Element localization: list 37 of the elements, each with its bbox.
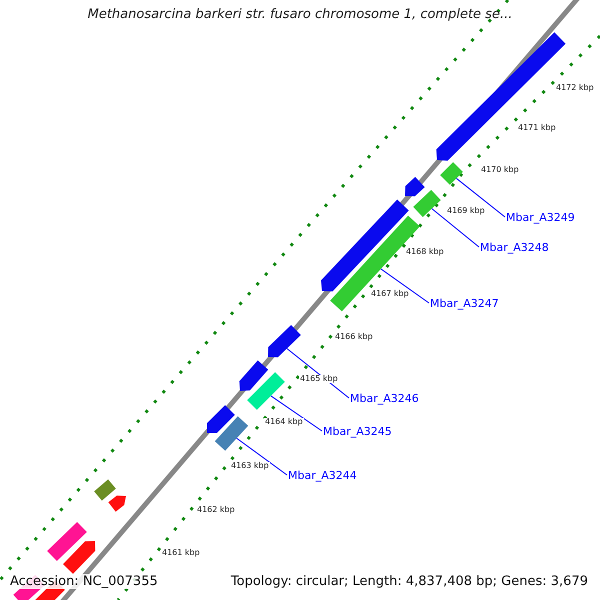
scale-label: 4170 kbp: [480, 166, 520, 174]
summary-text: Topology: circular; Length: 4,837,408 bp; Genes: 3,679: [228, 574, 590, 589]
accession-text: Accession: NC_007355: [8, 574, 160, 589]
gene-feature: [405, 176, 425, 196]
gene-feature: [413, 190, 441, 218]
scale-label: 4163 kbp: [230, 462, 270, 470]
gene-label: Mbar_A3244: [288, 470, 357, 481]
gene-feature: [268, 325, 301, 358]
gene-feature: [214, 416, 248, 451]
leader-line: [380, 268, 430, 304]
leader-line: [236, 438, 288, 476]
scale-label: 4166 kbp: [334, 333, 374, 341]
scale-label: 4162 kbp: [196, 506, 236, 514]
leader-line: [431, 208, 480, 248]
gene-label: Mbar_A3247: [430, 298, 499, 309]
scale-label: 4164 kbp: [264, 418, 304, 426]
title: Methanosarcina barkeri str. fusaro chromosome 1, complete se...: [86, 8, 514, 21]
scale-label: 4165 kbp: [299, 375, 339, 383]
gene-label: Mbar_A3248: [480, 242, 549, 253]
gene-feature: [247, 372, 285, 410]
gene-label: Mbar_A3249: [506, 212, 575, 223]
scale-label: 4161 kbp: [161, 549, 201, 557]
scale-label: 4168 kbp: [405, 248, 445, 256]
gene-label: Mbar_A3246: [350, 393, 419, 404]
scale-label: 4172 kbp: [555, 84, 595, 92]
leader-line: [456, 178, 506, 218]
gene-label: Mbar_A3245: [323, 426, 392, 437]
scale-label: 4171 kbp: [517, 124, 557, 132]
leader-line: [270, 395, 322, 432]
gene-feature: [207, 405, 235, 433]
gene-feature: [94, 479, 116, 501]
gene-feature: [239, 360, 268, 391]
scale-label: 4169 kbp: [446, 207, 486, 215]
gene-feature: [108, 496, 126, 512]
gene-feature: [63, 541, 96, 574]
scale-label: 4167 kbp: [370, 290, 410, 298]
gene-feature: [47, 522, 87, 561]
